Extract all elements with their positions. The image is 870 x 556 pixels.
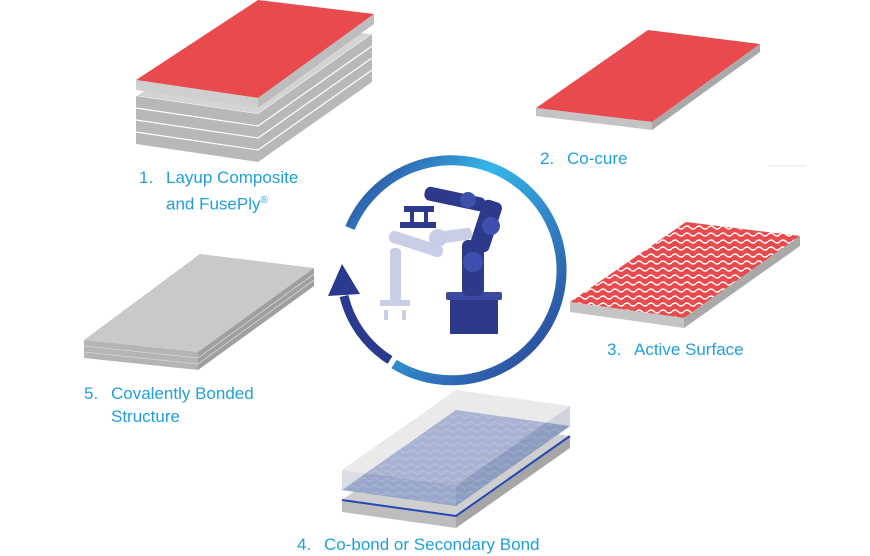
cocure-panel-icon: [536, 30, 760, 130]
registered-mark: ®: [260, 195, 268, 206]
step-5-label: 5. Covalently Bonded Structure: [84, 382, 254, 428]
step-4-label: 4. Co-bond or Secondary Bond: [297, 533, 539, 556]
step-5-line1: Covalently Bonded: [111, 384, 254, 403]
active-surface-panel-icon: [570, 222, 800, 328]
step-4-number: 4.: [297, 535, 312, 554]
step-4-line1: Co-bond or Secondary Bond: [324, 535, 540, 554]
step-2-number: 2.: [540, 149, 555, 168]
step-5-line2: Structure: [111, 407, 180, 426]
cobond-panel-icon: [341, 390, 571, 528]
cycle-arrow-icon: [328, 155, 567, 386]
step-3-label: 3. Active Surface: [607, 338, 744, 361]
step-2-line1: Co-cure: [567, 149, 628, 168]
step-1-line2: and FusePly: [166, 194, 261, 214]
step-1-number: 1.: [139, 168, 154, 187]
step-3-line1: Active Surface: [634, 340, 744, 359]
step-1-line1: Layup Composite: [166, 168, 299, 187]
step-3-number: 3.: [607, 340, 622, 359]
robot-arm-icon: [380, 186, 502, 334]
step-2-label: 2. Co-cure: [540, 147, 627, 170]
step-5-number: 5.: [84, 384, 99, 403]
layup-stack-icon: [134, 0, 374, 163]
bonded-structure-block-icon: [83, 254, 315, 370]
step-1-label: 1. Layup Composite and FusePly®: [139, 166, 298, 216]
